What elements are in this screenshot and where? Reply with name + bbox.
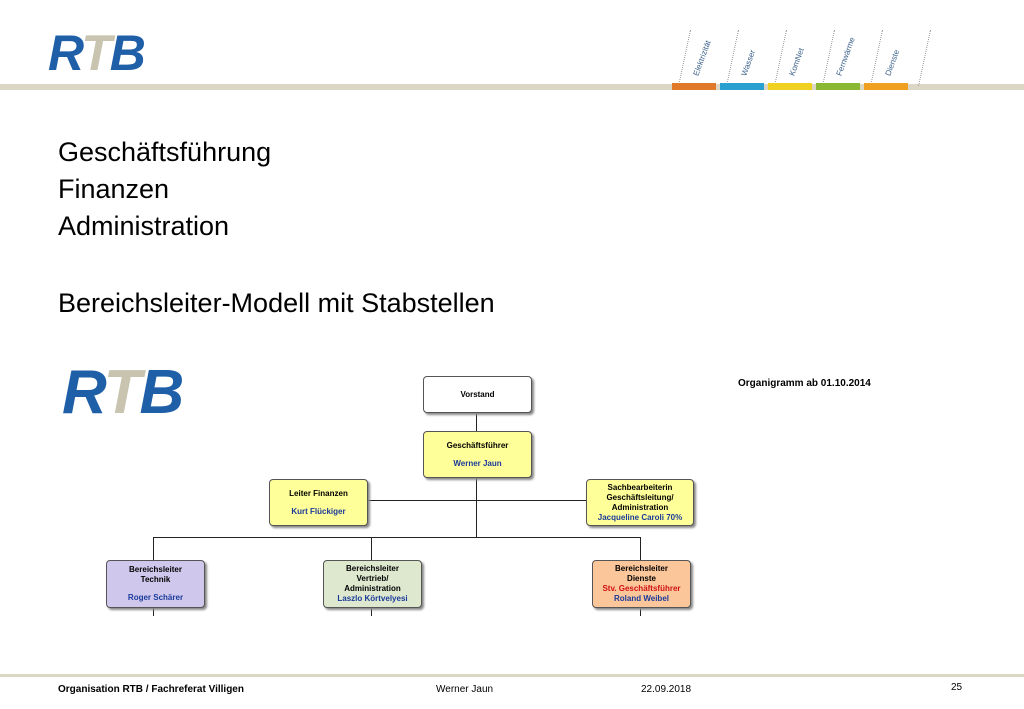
tab-dienste[interactable]: Dienste — [883, 48, 902, 77]
org-logo: RTB — [62, 362, 184, 424]
connector — [640, 537, 641, 560]
box-geschaeftsfuehrer: Geschäftsführer Werner Jaun — [423, 431, 532, 478]
org-title: Organigramm ab 01.10.2014 — [738, 378, 871, 389]
tab-divider — [822, 30, 835, 86]
box-role: Sachbearbeiterin — [607, 482, 673, 492]
connector — [371, 537, 372, 560]
footer-date: 22.09.2018 — [641, 684, 692, 695]
logo-letter-r: R — [48, 25, 83, 81]
box-person: Jacqueline Caroli 70% — [597, 512, 683, 522]
box-person: Werner Jaun — [453, 458, 502, 468]
footer-divider — [0, 674, 1024, 677]
tab-stripe-fernwaerme — [816, 83, 860, 90]
box-person: Kurt Flückiger — [291, 506, 346, 516]
box-role: Geschäftsführer — [446, 440, 509, 450]
org-logo-letter-r: R — [62, 358, 106, 427]
box-person: Roger Schärer — [127, 593, 184, 602]
box-bereichsleiter-technik: Bereichsleiter Technik Roger Schärer — [106, 560, 205, 608]
connector — [153, 537, 154, 560]
box-role: Geschäftsleitung/ — [606, 492, 674, 502]
tab-divider — [870, 30, 883, 86]
box-role: Administration — [344, 584, 401, 593]
footer-author: Werner Jaun — [436, 684, 494, 695]
heading-modell: Bereichsleiter-Modell mit Stabstellen — [58, 288, 495, 318]
tab-divider — [678, 30, 691, 86]
logo-letter-b: B — [109, 25, 146, 81]
tab-stripe-wasser — [720, 83, 764, 90]
tab-divider — [726, 30, 739, 86]
tab-elektrizitaet[interactable]: Elektrizität — [691, 39, 713, 77]
header-band — [0, 84, 1024, 90]
logo-letter-t: T — [81, 25, 112, 81]
tab-stripe-komnet — [768, 83, 812, 90]
box-role: Administration — [611, 502, 669, 512]
tab-komnet[interactable]: KomNet — [787, 46, 806, 77]
connector — [153, 607, 154, 616]
connector — [366, 500, 586, 501]
box-vorstand: Vorstand — [423, 376, 532, 413]
connector — [476, 476, 477, 537]
header-logo: RTB — [48, 25, 146, 81]
box-role: Leiter Finanzen — [289, 488, 348, 498]
box-bereichsleiter-vertrieb: Bereichsleiter Vertrieb/ Administration … — [323, 560, 422, 608]
box-sachbearbeiterin: Sachbearbeiterin Geschäftsleitung/ Admin… — [586, 479, 694, 526]
box-person: Laszlo Körtvelyesi — [337, 594, 408, 603]
tab-stripe-dienste — [864, 83, 908, 90]
box-role: Bereichsleiter — [346, 564, 399, 573]
org-logo-letter-b: B — [139, 358, 185, 427]
tab-fernwaerme[interactable]: Fernwärme — [834, 35, 857, 77]
box-role: Bereichsleiter — [615, 564, 668, 573]
box-role: Bereichsleiter — [129, 565, 182, 574]
tab-wasser[interactable]: Wasser — [739, 48, 758, 77]
box-role: Vertrieb/ — [356, 574, 389, 583]
box-person: Roland Weibel — [614, 594, 669, 603]
connector — [476, 411, 477, 431]
box-stv: Stv. Geschäftsführer — [602, 584, 681, 593]
box-bereichsleiter-dienste: Bereichsleiter Dienste Stv. Geschäftsfüh… — [592, 560, 691, 608]
box-role: Vorstand — [460, 389, 495, 399]
org-logo-letter-t: T — [103, 358, 142, 427]
tab-divider — [918, 30, 931, 86]
page-number: 25 — [951, 682, 963, 693]
footer-title: Organisation RTB / Fachreferat Villigen — [58, 684, 244, 695]
connector — [371, 607, 372, 616]
heading-administration: Administration — [58, 211, 230, 241]
box-role: Dienste — [627, 574, 656, 583]
box-role: Technik — [140, 575, 171, 584]
connector — [153, 537, 641, 538]
heading-finanzen: Finanzen — [58, 174, 170, 204]
tab-stripe-elektrizitaet — [672, 83, 716, 90]
box-leiter-finanzen: Leiter Finanzen Kurt Flückiger — [269, 479, 368, 526]
tab-divider — [774, 30, 787, 86]
heading-geschaeftsfuehrung: Geschäftsführung — [58, 137, 272, 167]
connector — [640, 607, 641, 616]
